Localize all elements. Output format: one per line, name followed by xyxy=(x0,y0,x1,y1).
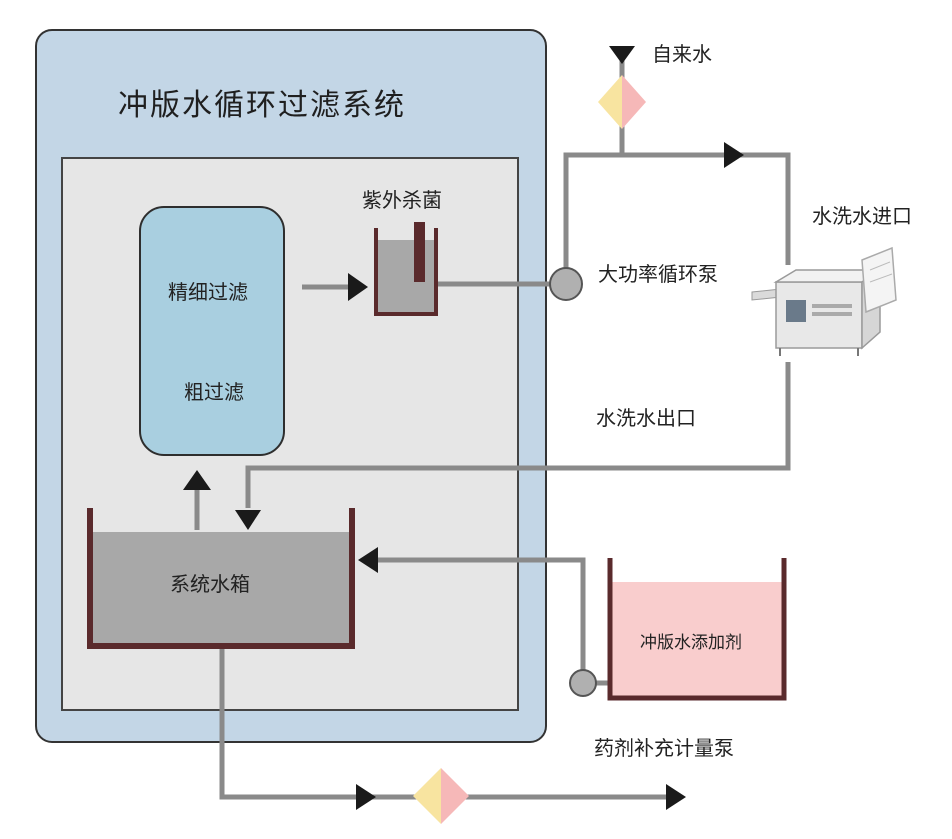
label-dosing-pump: 药剂补充计量泵 xyxy=(594,736,734,760)
pipes xyxy=(194,60,791,800)
system-tank xyxy=(87,508,355,649)
circulation-pump-icon xyxy=(549,267,583,301)
label-fine-filter: 精细过滤 xyxy=(168,280,248,304)
uv-sterilizer xyxy=(374,222,438,316)
additive-tank xyxy=(607,558,787,701)
label-wash-outlet: 水洗水出口 xyxy=(596,406,696,430)
flow-arrows xyxy=(183,46,744,810)
arrow-filter-to-uv xyxy=(348,273,368,301)
valve-diamond-tap xyxy=(598,75,646,129)
label-uv-sterilize: 紫外杀菌 xyxy=(362,188,442,212)
plate-processor-machine-icon xyxy=(751,246,897,356)
label-tap-water: 自来水 xyxy=(652,42,712,66)
arrow-tap-water xyxy=(609,46,635,64)
label-circulation-pump: 大功率循环泵 xyxy=(598,262,718,286)
arrow-drain-1 xyxy=(356,784,376,810)
label-system-tank: 系统水箱 xyxy=(170,572,250,596)
arrow-to-tank xyxy=(235,510,261,530)
arrow-additive-to-tank xyxy=(358,547,378,573)
valve-diamond-drain xyxy=(413,768,469,824)
arrow-top-right xyxy=(724,142,744,168)
arrow-drain-2 xyxy=(666,784,686,810)
label-coarse-filter: 粗过滤 xyxy=(184,380,244,404)
label-additive: 冲版水添加剂 xyxy=(640,633,742,653)
dosing-pump-icon xyxy=(569,669,597,697)
label-wash-inlet: 水洗水进口 xyxy=(812,204,912,228)
filter-box xyxy=(139,206,285,456)
arrow-up-to-filter xyxy=(183,470,211,490)
diagram-title: 冲版水循环过滤系统 xyxy=(118,88,406,123)
